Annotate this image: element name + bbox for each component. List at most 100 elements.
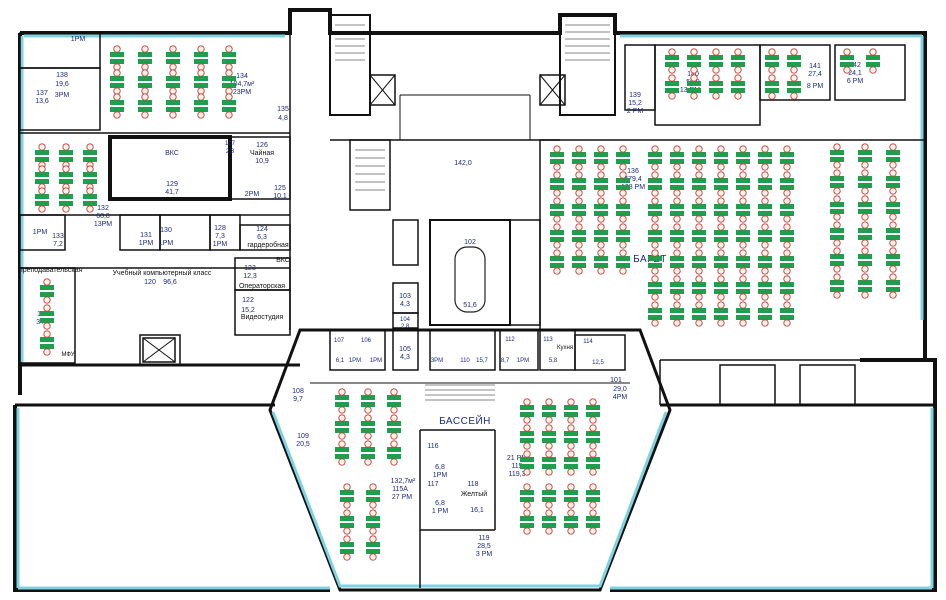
room-122-title: Видеостудия (241, 314, 283, 321)
room-105-num: 105 (399, 346, 411, 353)
desk-cluster (564, 483, 578, 509)
desk-cluster (648, 275, 662, 301)
desk-cluster (110, 69, 124, 95)
room-136-seats: 138 PM (621, 184, 645, 191)
desk-cluster (692, 171, 706, 197)
room-115-num: 115 (511, 463, 522, 470)
desk-cluster (692, 197, 706, 223)
room-134-num: 134 (236, 73, 248, 80)
desk-cluster (648, 171, 662, 197)
room-139-num: 139 (629, 92, 641, 99)
desk-cluster (830, 273, 844, 299)
desk-cluster (83, 143, 97, 169)
room-141-seats: 8 PM (807, 83, 824, 90)
room-117-seats: 1 PM (432, 508, 449, 515)
desk-cluster (340, 509, 354, 535)
room-119-seats: 3 PM (476, 551, 493, 558)
room-134-area: 104,7м² (230, 81, 255, 88)
desk-cluster (886, 247, 900, 273)
desk-cluster (736, 197, 750, 223)
desk-cluster (830, 247, 844, 273)
desk-cluster (886, 221, 900, 247)
room-132-seats: 13PM (94, 221, 112, 228)
desk-cluster (564, 398, 578, 424)
room-118-num: 118 (467, 481, 478, 488)
desk-cluster (758, 145, 772, 171)
desk-cluster (83, 187, 97, 213)
room-135-num: 135 (277, 106, 289, 113)
room-124-num: 124 (256, 226, 268, 233)
room-115a-seats: 27 PM (392, 494, 412, 501)
room-139-area: 15,2 (628, 100, 642, 107)
desk-cluster (714, 223, 728, 249)
room-110-num: 110 (460, 358, 470, 364)
desk-cluster (731, 74, 745, 100)
desk-cluster (616, 171, 630, 197)
desk-cluster (670, 249, 684, 275)
desk-cluster (736, 301, 750, 327)
room-116-seats: 1PM (433, 472, 448, 479)
room-128-area: 7,3 (215, 233, 225, 240)
desk-cluster (361, 414, 375, 440)
desk-cluster (886, 143, 900, 169)
desk-cluster (665, 74, 679, 100)
desk-cluster (736, 249, 750, 275)
desk-cluster (40, 278, 54, 304)
room-117-area: 6,8 (435, 500, 445, 507)
desk-cluster (520, 450, 534, 476)
desk-cluster (858, 247, 872, 273)
desk-cluster (594, 249, 608, 275)
room-133-area: 7,2 (53, 241, 63, 248)
desk-cluster (692, 249, 706, 275)
desk-cluster (335, 414, 349, 440)
desk-cluster (780, 145, 794, 171)
desk-cluster (59, 187, 73, 213)
room-138-area: 19,6 (55, 81, 69, 88)
desk-cluster (830, 143, 844, 169)
desk-cluster (709, 48, 723, 74)
desk-cluster (520, 424, 534, 450)
room-127-num: 127 (225, 141, 236, 147)
room-139-seats: 2 PM (627, 108, 644, 115)
desk-cluster (714, 301, 728, 327)
zone-pool: БАССЕЙН (439, 414, 491, 427)
desk-cluster (616, 145, 630, 171)
desk-cluster (335, 440, 349, 466)
desk-cluster (648, 249, 662, 275)
desk-cluster (858, 273, 872, 299)
desk-cluster (222, 93, 236, 119)
room-110-area: 15,7 (476, 358, 488, 364)
room-107-num: 107 (334, 338, 345, 344)
desk-cluster (866, 48, 880, 74)
room-125-seats: 2PM (245, 191, 260, 198)
desk-cluster (520, 398, 534, 424)
room-142-hall-num: 142,0 (454, 160, 472, 167)
desk-cluster (550, 197, 564, 223)
room-104-area: 2,8 (401, 324, 410, 330)
desk-cluster (387, 414, 401, 440)
desk-cluster (572, 223, 586, 249)
desk-cluster (714, 275, 728, 301)
desk-cluster (222, 69, 236, 95)
room-103-num: 103 (399, 293, 411, 300)
desk-cluster (648, 145, 662, 171)
room-127-area: 2,8 (226, 149, 235, 155)
room-136-num: 136 (627, 168, 639, 175)
room-126-area: 10,9 (255, 158, 269, 165)
right-wing-partitions (539, 44, 925, 406)
room-137-seats: 3PM (55, 92, 70, 99)
desk-cluster (670, 301, 684, 327)
desk-cluster (616, 249, 630, 275)
room-130-num: 130 (160, 227, 172, 234)
room-122-area: 15,2 (241, 307, 255, 314)
desk-cluster (586, 424, 600, 450)
room-121-title: Преподавательская (18, 267, 83, 274)
desk-cluster (714, 171, 728, 197)
desk-cluster (586, 450, 600, 476)
desk-cluster (542, 509, 556, 535)
desk-cluster (542, 450, 556, 476)
desk-cluster (572, 171, 586, 197)
desk-cluster (692, 223, 706, 249)
room-129-num: 129 (166, 181, 178, 188)
desk-cluster (736, 223, 750, 249)
